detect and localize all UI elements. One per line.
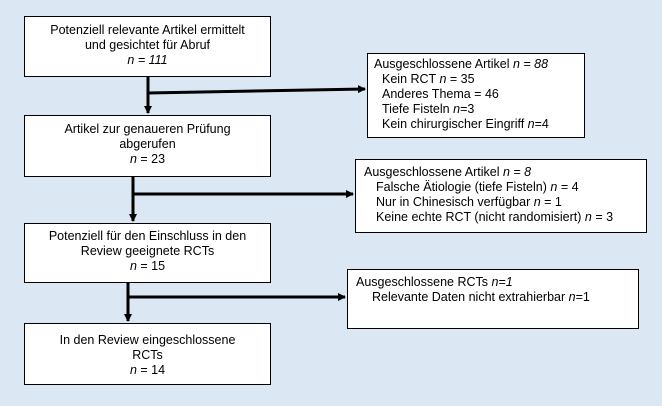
box-count: n = 111: [127, 53, 168, 67]
flow-box-retrieved: Artikel zur genaueren Prüfung abgerufen …: [24, 115, 271, 177]
exclusion-item: Kein chirurgischer Eingriff n=4: [382, 117, 549, 131]
box-line: Potenziell relevante Artikel ermittelt: [50, 23, 245, 37]
box-count: n = 15: [129, 259, 166, 273]
exclusion-title: Ausgeschlossene Artikel n = 8: [364, 165, 532, 179]
arrow-step1-ex1: [147, 85, 366, 95]
exclusion-box-2: Ausgeschlossene Artikel n = 8 Falsche Ät…: [355, 159, 647, 233]
flow-box-eligible: Potenziell für den Einschluss in den Rev…: [24, 223, 271, 283]
box-line: In den Review eingeschlossene: [59, 333, 236, 347]
box-line: Review geeignete RCTs: [80, 244, 215, 258]
box-line: Potenziell für den Einschluss in den: [48, 229, 247, 243]
box-line: abgerufen: [119, 137, 176, 151]
exclusion-title: Ausgeschlossene Artikel n = 88: [374, 57, 549, 71]
exclusion-item: Tiefe Fisteln n=3: [382, 102, 475, 116]
exclusion-item: Kein RCT n = 35: [382, 72, 475, 86]
box-line: RCTs: [132, 348, 163, 362]
exclusion-box-1: Ausgeschlossene Artikel n = 88 Kein RCT …: [367, 53, 585, 138]
box-line: Artikel zur genaueren Prüfung: [64, 122, 231, 136]
exclusion-item: Keine echte RCT (nicht randomisiert) n =…: [376, 210, 614, 224]
exclusion-item: Anderes Thema = 46: [382, 87, 499, 101]
box-line: und gesichtet für Abruf: [84, 38, 211, 52]
box-count: n = 23: [129, 152, 166, 166]
exclusion-item: Falsche Ätiologie (tiefe Fisteln) n = 4: [376, 180, 579, 194]
box-count: n = 14: [129, 363, 166, 377]
exclusion-item: Nur in Chinesisch verfügbar n = 1: [376, 195, 562, 209]
flow-box-identified: Potenziell relevante Artikel ermittelt u…: [24, 16, 271, 77]
exclusion-item: Relevante Daten nicht extrahierbar n=1: [372, 290, 590, 304]
exclusion-title: Ausgeschlossene RCTs n=1: [356, 275, 513, 289]
exclusion-box-3: Ausgeschlossene RCTs n=1 Relevante Daten…: [347, 269, 639, 329]
flow-box-included: In den Review eingeschlossene RCTs n = 1…: [24, 323, 271, 385]
